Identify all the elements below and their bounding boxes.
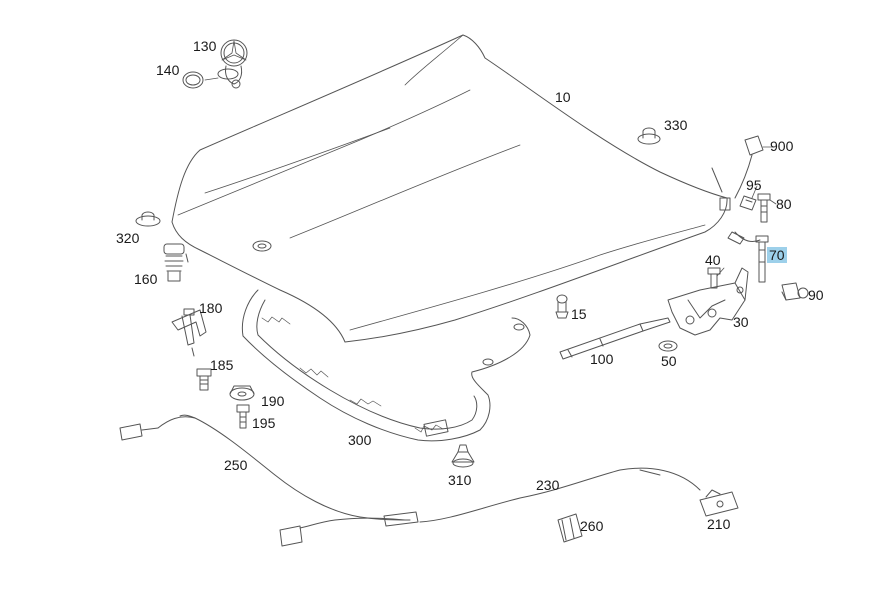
rubber-buffer-320 bbox=[135, 211, 161, 227]
callout-190: 190 bbox=[261, 393, 285, 409]
callout-230: 230 bbox=[536, 477, 560, 493]
clip-95 bbox=[739, 195, 757, 211]
callout-10: 10 bbox=[555, 89, 571, 105]
callout-185: 185 bbox=[210, 357, 234, 373]
bolt-80 bbox=[757, 193, 771, 223]
hinge-pin-70 bbox=[755, 235, 769, 283]
callout-160: 160 bbox=[134, 271, 158, 287]
latch-210 bbox=[699, 489, 739, 517]
release-cable-230 bbox=[419, 467, 701, 523]
callout-100: 100 bbox=[590, 351, 614, 367]
callout-210: 210 bbox=[707, 516, 731, 532]
bolt-195 bbox=[236, 404, 250, 429]
holder-260 bbox=[557, 513, 583, 543]
leader-lines bbox=[204, 77, 777, 277]
callout-330: 330 bbox=[664, 117, 688, 133]
callout-95: 95 bbox=[746, 177, 762, 193]
rubber-buffer-330 bbox=[637, 127, 661, 145]
callout-15: 15 bbox=[571, 306, 587, 322]
callout-40: 40 bbox=[705, 252, 721, 268]
washer-50 bbox=[658, 340, 678, 352]
gas-strut-100 bbox=[559, 317, 671, 360]
emblem-seal-ring bbox=[182, 71, 204, 89]
callout-250: 250 bbox=[224, 457, 248, 473]
callout-50: 50 bbox=[661, 353, 677, 369]
sensor-90 bbox=[781, 282, 809, 301]
ball-stud-15 bbox=[555, 294, 569, 319]
bolt-185 bbox=[196, 368, 212, 391]
callout-900: 900 bbox=[770, 138, 794, 154]
callout-260: 260 bbox=[580, 518, 604, 534]
adjustable-stop-160 bbox=[163, 243, 189, 282]
callout-70-highlighted: 70 bbox=[767, 247, 787, 263]
star-emblem bbox=[217, 39, 248, 89]
callout-80: 80 bbox=[776, 196, 792, 212]
callout-300: 300 bbox=[348, 432, 372, 448]
bolt-40 bbox=[707, 267, 721, 289]
callout-310: 310 bbox=[448, 472, 472, 488]
callout-30: 30 bbox=[733, 314, 749, 330]
clip-310 bbox=[451, 444, 475, 468]
grommet-190 bbox=[229, 385, 255, 401]
hood-hinge-30 bbox=[667, 267, 749, 336]
callout-180: 180 bbox=[199, 300, 223, 316]
hood-seal bbox=[241, 289, 531, 442]
callout-140: 140 bbox=[156, 62, 180, 78]
callout-130: 130 bbox=[193, 38, 217, 54]
hood-panel bbox=[171, 34, 728, 343]
release-cable-250 bbox=[119, 414, 419, 547]
callout-195: 195 bbox=[252, 415, 276, 431]
wiring-harness-900 bbox=[711, 135, 764, 245]
callout-90: 90 bbox=[808, 287, 824, 303]
bracket-180 bbox=[171, 308, 207, 357]
callout-320: 320 bbox=[116, 230, 140, 246]
